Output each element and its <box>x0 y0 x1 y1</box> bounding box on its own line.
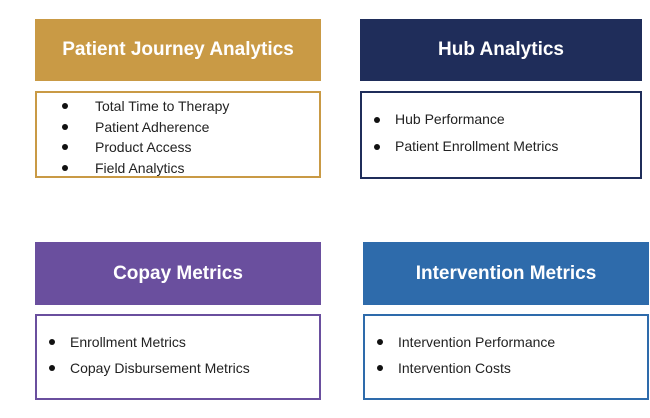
metric-list: Enrollment Metrics Copay Disbursement Me… <box>37 329 250 381</box>
list-item: Hub Performance <box>362 106 558 133</box>
section-title: Intervention Metrics <box>415 262 597 284</box>
metric-list: Total Time to Therapy Patient Adherence … <box>37 96 229 178</box>
bullet-icon <box>377 339 383 345</box>
list-item-label: Intervention Performance <box>398 334 556 350</box>
section-title: Copay Metrics <box>113 262 243 284</box>
metric-list: Intervention Performance Intervention Co… <box>365 329 555 381</box>
copay-metrics-header: Copay Metrics <box>35 242 321 305</box>
list-item: Intervention Costs <box>365 355 555 381</box>
patient-journey-analytics-box: Total Time to Therapy Patient Adherence … <box>35 91 321 178</box>
list-item: Patient Adherence <box>37 117 229 138</box>
list-item: Copay Disbursement Metrics <box>37 355 250 381</box>
patient-journey-analytics-header: Patient Journey Analytics <box>35 19 321 81</box>
list-item-label: Field Analytics <box>95 159 185 176</box>
bullet-icon <box>374 143 380 150</box>
list-item-label: Intervention Costs <box>398 360 511 376</box>
hub-analytics-box: Hub Performance Patient Enrollment Metri… <box>360 91 642 179</box>
hub-analytics-header: Hub Analytics <box>360 19 642 81</box>
bullet-icon <box>62 103 68 110</box>
section-title: Hub Analytics <box>438 39 564 60</box>
bullet-icon <box>62 123 68 130</box>
list-item: Product Access <box>37 137 229 158</box>
list-item: Patient Enrollment Metrics <box>362 133 558 160</box>
metric-list: Hub Performance Patient Enrollment Metri… <box>362 106 558 160</box>
list-item-label: Total Time to Therapy <box>95 98 230 114</box>
list-item-label: Enrollment Metrics <box>70 334 186 350</box>
list-item-label: Patient Enrollment Metrics <box>395 138 559 154</box>
list-item: Field Analytics <box>37 158 229 179</box>
copay-metrics-box: Enrollment Metrics Copay Disbursement Me… <box>35 314 321 400</box>
list-item: Total Time to Therapy <box>37 96 229 117</box>
bullet-icon <box>374 116 380 123</box>
list-item: Intervention Performance <box>365 329 555 355</box>
bullet-icon <box>49 365 55 371</box>
bullet-icon <box>62 144 68 151</box>
list-item-label: Product Access <box>95 139 192 155</box>
intervention-metrics-header: Intervention Metrics <box>363 242 649 305</box>
list-item-label: Hub Performance <box>395 111 505 127</box>
bullet-icon <box>377 365 383 371</box>
list-item-label: Copay Disbursement Metrics <box>70 360 250 376</box>
section-title: Patient Journey Analytics <box>62 39 294 60</box>
bullet-icon <box>49 339 55 345</box>
bullet-icon <box>62 164 68 171</box>
list-item: Enrollment Metrics <box>37 329 250 355</box>
intervention-metrics-box: Intervention Performance Intervention Co… <box>363 314 649 400</box>
list-item-label: Patient Adherence <box>95 118 210 135</box>
